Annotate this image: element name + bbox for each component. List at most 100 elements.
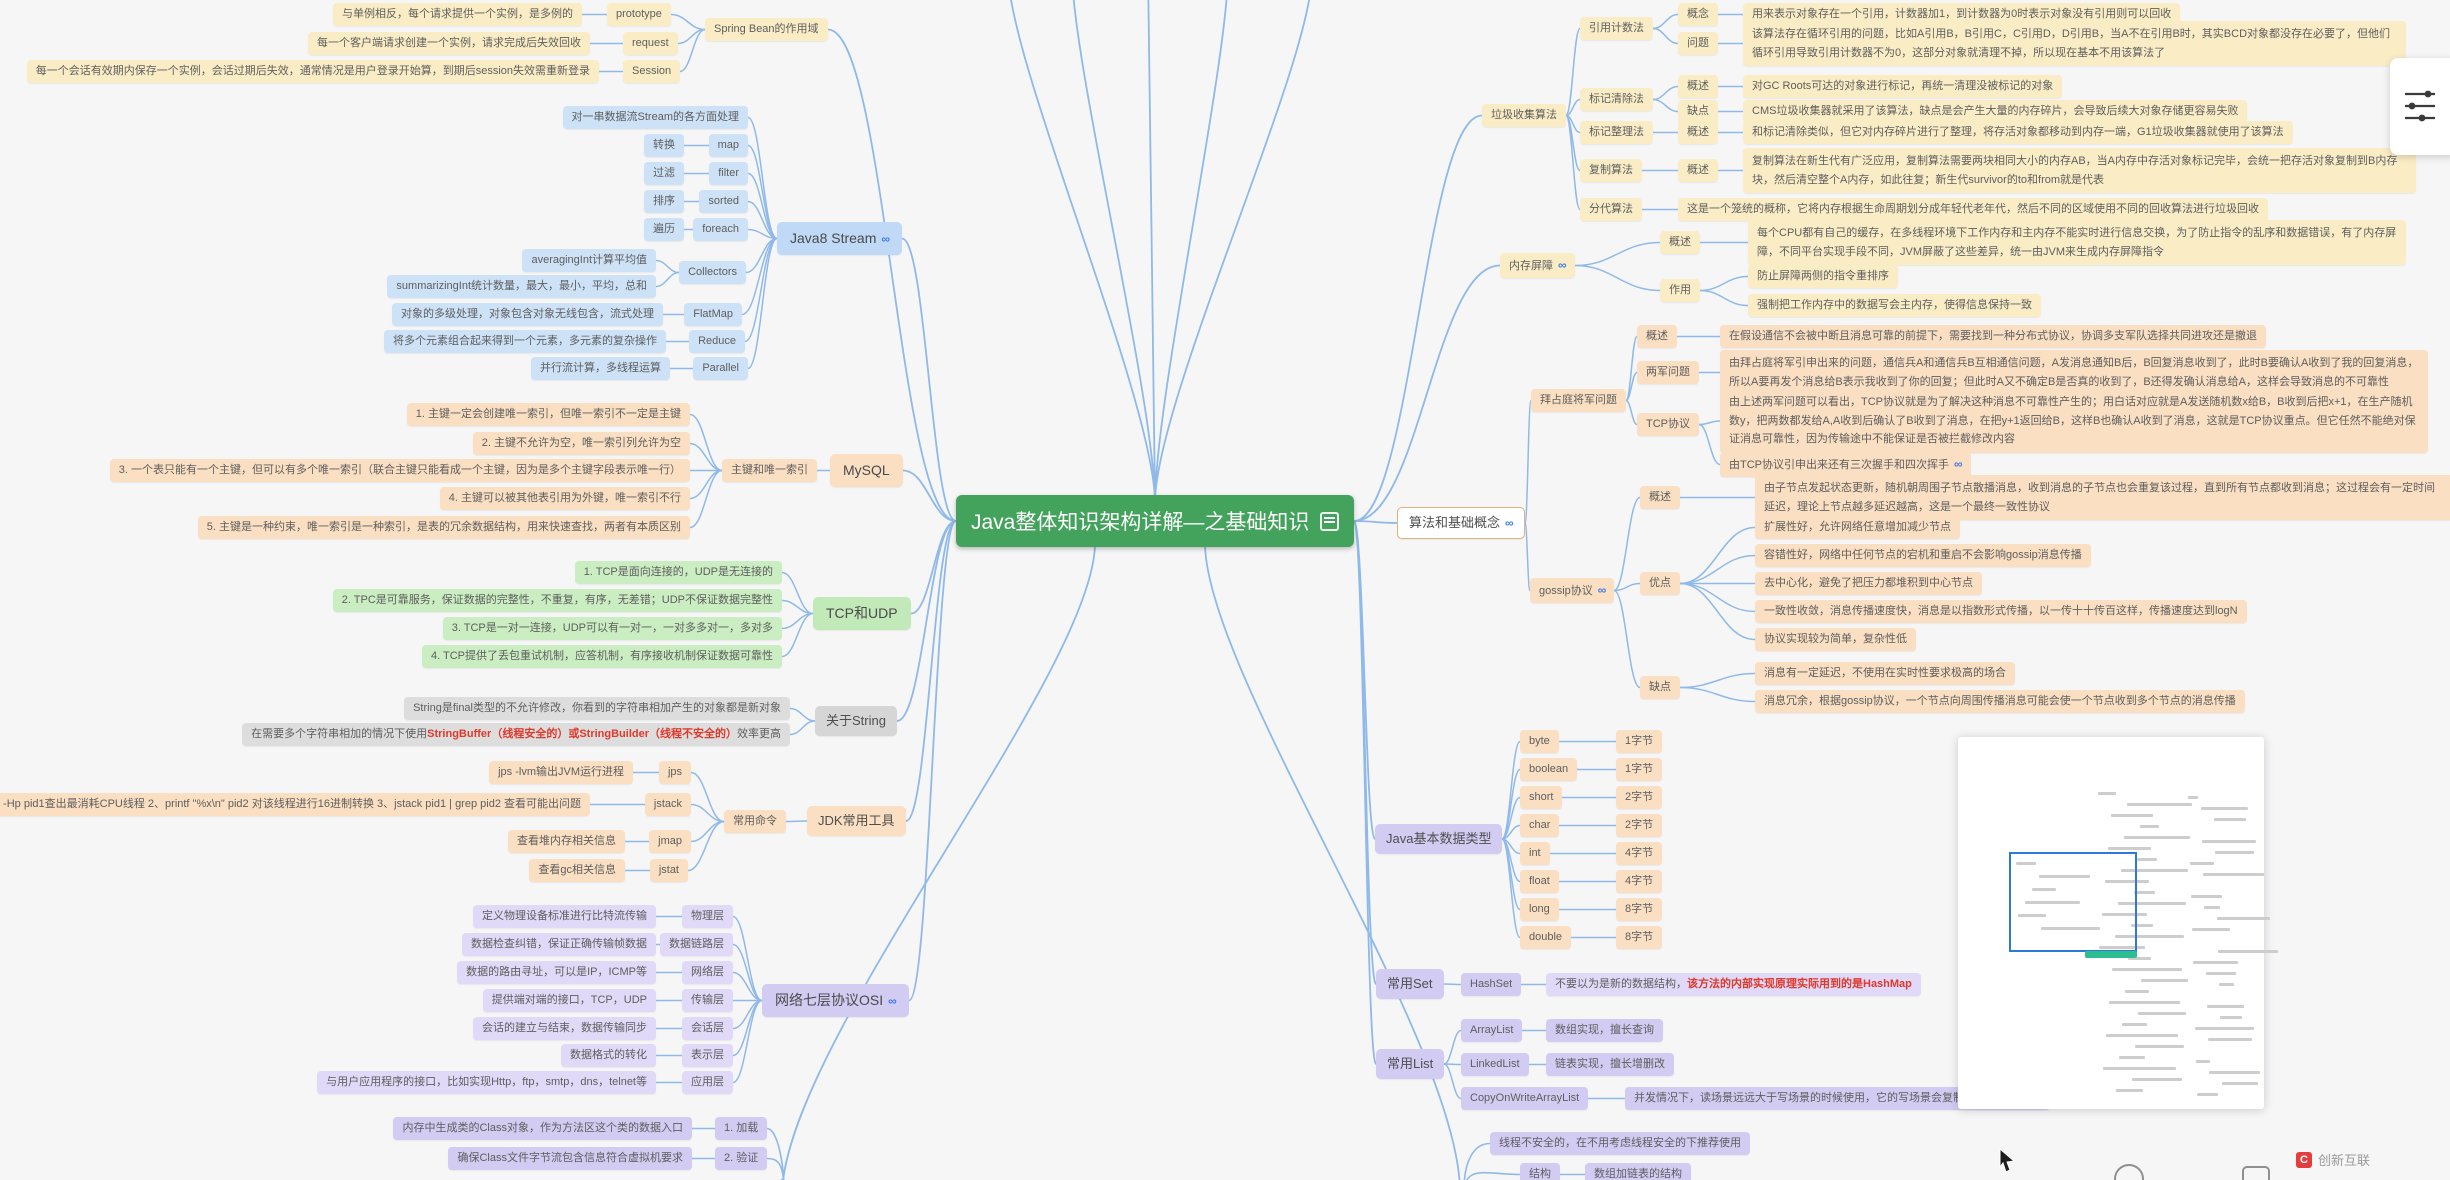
node-j_s0[interactable]: 对一串数据流Stream的各方面处理 [562,106,748,129]
node-ty7[interactable]: long [1520,898,1559,921]
hyperlink-icon[interactable]: ∞ [888,994,897,1008]
node-jdk[interactable]: JDK常用工具 [807,806,906,836]
node-my5[interactable]: 5. 主键是一种约束，唯一索引是一种索引，是表的冗余数据结构，用来快速查找，两者… [197,516,690,539]
node-o2[interactable]: 数据检查纠错，保证正确传输帧数据 [462,933,656,956]
node-j_avg[interactable]: averagingInt计算平均值 [522,249,656,272]
node-ulist[interactable]: 常用List [1376,1049,1445,1079]
node-jd4b[interactable]: jstat [649,859,688,882]
node-j_c1b[interactable]: map [708,134,748,157]
node-al[interactable]: ArrayList [1461,1019,1523,1042]
node-ty2[interactable]: boolean [1520,758,1578,781]
node-gb4[interactable]: 一致性收敛，消息传播速度快，消息是以指数形式传播，以一传十十传百这样，传播速度达… [1755,600,2247,623]
node-sz5[interactable]: 4字节 [1616,842,1663,865]
node-j_red_t[interactable]: 将多个元素组合起来得到一个元素，多元素的复杂操作 [384,330,666,353]
node-gc5[interactable]: 分代算法 [1580,198,1642,221]
node-gc4[interactable]: 复制算法 [1580,159,1642,182]
node-uset[interactable]: 常用Set [1376,969,1444,999]
node-gc1b[interactable]: 问题 [1678,32,1718,55]
node-jd3b[interactable]: jmap [649,830,691,853]
node-mba[interactable]: 概述 [1660,231,1700,254]
minimap-viewport[interactable] [2009,852,2137,952]
node-tc4[interactable]: 4. TCP提供了丢包重试机制，应答机制，有序接收机制保证数据可靠性 [421,645,782,668]
node-my1[interactable]: 1. 主键一定会创建唯一索引，但唯一索引不一定是主键 [406,403,690,426]
tool-square-icon[interactable] [2242,1166,2270,1180]
node-o1b[interactable]: 物理层 [682,905,733,928]
node-jd2b[interactable]: jstack [644,793,691,816]
node-jd4[interactable]: 查看gc相关信息 [529,859,625,882]
node-sp_t2[interactable]: 每一个客户端请求创建一个实例，请求完成后失效回收 [308,32,590,55]
node-byzc_t1[interactable]: 由上述两军问题可以看出，TCP协议就是为了解决这种消息不可靠性产生的；用白话对应… [1720,389,2428,454]
node-jdcmd[interactable]: 常用命令 [724,810,786,833]
node-mbb_t2[interactable]: 强制把工作内存中的数据写会主内存，使得信息保持一致 [1748,294,2041,317]
node-byza_t[interactable]: 在假设通信不会被中断且消息可靠的前提下，需要找到一种分布式协议，协调多支军队选择… [1720,325,2266,348]
format-panel-card[interactable] [2390,58,2450,155]
node-gc2[interactable]: 标记清除法 [1580,88,1653,111]
node-gc2a_t[interactable]: 对GC Roots可达的对象进行标记，再统一清理没被标记的对象 [1743,75,2063,98]
node-gc1[interactable]: 引用计数法 [1580,17,1653,40]
node-gb2[interactable]: 容错性好，网络中任何节点的宕机和重启不会影响gossip消息传播 [1755,544,2091,567]
node-byzc_t2[interactable]: 由TCP协议引申出来还有三次握手和四次挥手∞ [1720,452,1971,477]
node-j_c4a[interactable]: 遍历 [644,218,684,241]
node-gc2a[interactable]: 概述 [1678,75,1718,98]
node-cl1[interactable]: 内存中生成类的Class对象，作为方法区这个类的数据入口 [393,1117,692,1140]
node-ll[interactable]: LinkedList [1461,1053,1529,1076]
node-byzc[interactable]: TCP协议 [1637,413,1699,436]
node-tcpudp[interactable]: TCP和UDP [813,597,911,630]
node-j_c2b[interactable]: filter [709,162,748,185]
node-o6b[interactable]: 表示层 [682,1044,733,1067]
node-o4[interactable]: 提供端对端的接口，TCP，UDP [482,989,656,1012]
hyperlink-icon[interactable]: ∞ [1505,516,1514,530]
node-gb1[interactable]: 扩展性好，允许网络任意增加减少节点 [1755,516,1960,539]
node-ty4[interactable]: char [1520,814,1560,837]
node-aboutstr[interactable]: 关于String [815,706,897,736]
node-gb3[interactable]: 去中心化，避免了把压力都堆积到中心节点 [1755,572,1982,595]
node-mbb_t1[interactable]: 防止屏障两侧的指令重排序 [1748,265,1898,288]
node-al_t[interactable]: 数组实现，擅长查询 [1546,1019,1663,1042]
node-sp_s[interactable]: Session [623,60,681,83]
node-st2[interactable]: 在需要多个字符串相加的情况下使用StringBuffer（线程安全的）或Stri… [242,723,790,746]
node-my3[interactable]: 3. 一个表只能有一个主键，但可以有多个唯一索引（联合主键只能看成一个主键，因为… [109,459,690,482]
node-cl2b[interactable]: 2. 验证 [715,1147,768,1170]
node-tc3[interactable]: 3. TCP是一对一连接，UDP可以有一对一，一对多多对一，多对多 [442,617,782,640]
node-o7b[interactable]: 应用层 [682,1071,733,1094]
node-ty8[interactable]: double [1520,926,1572,949]
node-j_col[interactable]: Collectors [679,261,746,284]
node-mbb[interactable]: 作用 [1660,279,1700,302]
node-byzb_t[interactable]: 由拜占庭将军引申出来的问题，通信兵A和通信兵B互相通信问题，A发消息通知B后，B… [1720,350,2428,396]
node-gb5[interactable]: 协议实现较为简单，复杂性低 [1755,628,1916,651]
node-ll_t[interactable]: 链表实现，擅长增删改 [1546,1053,1674,1076]
node-gosb[interactable]: 优点 [1640,572,1680,595]
node-gc[interactable]: 垃圾收集算法 [1482,104,1566,127]
node-gc4a_t[interactable]: 复制算法在新生代有广泛应用，复制算法需要两块相同大小的内存AB，当A内存中存活对… [1743,148,2416,194]
node-hset_t[interactable]: 不要以为是新的数据结构，该方法的内部实现原理实际用到的是HashMap [1546,973,1921,996]
node-ty5[interactable]: int [1520,842,1550,865]
node-j_sum[interactable]: summarizingInt统计数量，最大，最小，平均，总和 [387,275,656,298]
node-jd1b[interactable]: jps [658,761,691,784]
hyperlink-icon[interactable]: ∞ [1558,258,1567,272]
node-o7[interactable]: 与用户应用程序的接口，比如实现Http，ftp，smtp，dns，telnet等 [317,1071,656,1094]
node-byza[interactable]: 概述 [1637,325,1677,348]
node-hset[interactable]: HashSet [1461,973,1522,996]
node-o3[interactable]: 数据的路由寻址，可以是IP，ICMP等 [457,961,656,984]
node-cl2[interactable]: 确保Class文件字节流包含信息符合虚拟机要求 [448,1147,692,1170]
node-jd3[interactable]: 查看堆内存相关信息 [508,830,625,853]
node-hm_t1[interactable]: 线程不安全的，在不用考虑线程安全的下推荐使用 [1490,1132,1750,1155]
node-my4[interactable]: 4. 主键可以被其他表引用为外键，唯一索引不行 [439,487,690,510]
node-gc3[interactable]: 标记整理法 [1580,121,1653,144]
node-sz3[interactable]: 2字节 [1616,786,1663,809]
node-tc2[interactable]: 2. TPC是可靠服务，保证数据的完整性，不重复，有序，无差错；UDP不保证数据… [332,589,782,612]
node-j_flat[interactable]: FlatMap [684,303,742,326]
node-j_flat_t[interactable]: 对象的多级处理，对象包含对象无线包含，流式处理 [392,303,663,326]
node-gc4a[interactable]: 概述 [1678,159,1718,182]
node-sz2[interactable]: 1字节 [1616,758,1663,781]
node-j_red[interactable]: Reduce [689,330,745,353]
node-spring[interactable]: Spring Bean的作用域 [705,18,828,41]
node-j_c1a[interactable]: 转换 [644,134,684,157]
node-cow[interactable]: CopyOnWriteArrayList [1461,1087,1589,1110]
node-my2[interactable]: 2. 主键不允许为空，唯一索引列允许为空 [472,432,690,455]
hyperlink-icon[interactable]: ∞ [1597,583,1607,597]
node-gc3a_t[interactable]: 和标记清除类似，但它对内存碎片进行了整理，将存活对象都移动到内存一端，G1垃圾收… [1743,121,2293,144]
node-j_c2a[interactable]: 过滤 [644,162,684,185]
node-gos[interactable]: gossip协议∞ [1530,578,1615,603]
